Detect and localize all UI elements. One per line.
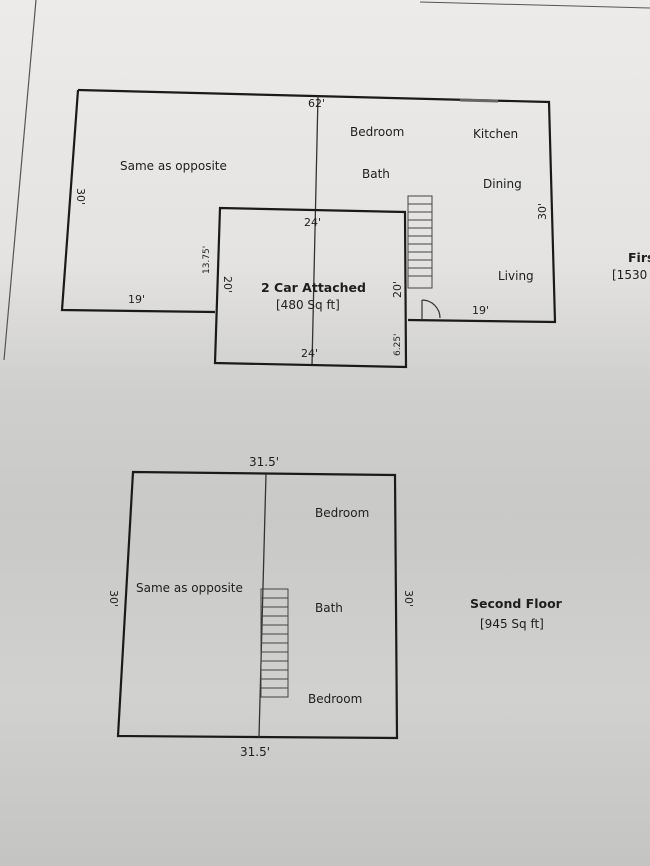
second-floor-left-dim: 30' [107,590,120,607]
second-floor-left-label: Same as opposite [136,581,243,595]
second-floor-outer-wall [116,470,399,740]
first-floor-area: [1530 Sq [612,268,650,282]
second-floor-center-divider [258,473,267,738]
room-label-bath: Bath [362,167,390,181]
first-floor-left-bottom: 19' [128,293,145,306]
garage-top-dim: 24' [304,216,321,229]
second-floor-room-bedroom-top: Bedroom [315,506,369,520]
first-floor-outer-wall-right [77,88,557,324]
second-floor-plan: 31.5' 31.5' 30' 30' Same as opposite Bed… [107,455,563,759]
garage-label: 2 Car Attached [261,280,366,295]
first-floor-left-wing-label: Same as opposite [120,159,227,173]
first-floor-center-divider [311,95,319,366]
second-floor-bottom-dim: 31.5' [240,745,270,759]
garage-outline [213,206,408,369]
paper-top-edge-line [419,1,650,9]
first-floor-right-height: 30' [536,203,549,220]
garage-offset-right-dim: 6.25' [393,333,403,356]
first-floor-width-top: 62' [308,97,325,110]
garage-left-dim: 20' [221,276,234,293]
garage-area: [480 Sq ft] [276,298,340,312]
second-floor-room-bedroom-bottom: Bedroom [308,692,362,706]
first-floor-right-bottom: 19' [472,304,489,317]
second-floor-room-bath: Bath [315,601,343,615]
door-swing-icon [421,299,441,320]
second-floor-area: [945 Sq ft] [480,617,544,631]
garage-offset-left-dim: 13.75' [202,246,212,274]
room-label-dining: Dining [483,177,522,191]
room-label-kitchen: Kitchen [473,127,518,141]
first-floor-title: First F [628,250,650,265]
second-floor-top-dim: 31.5' [249,455,279,469]
first-floor-plan: 62' Bedroom Kitchen Same as opposite Bat… [60,88,650,369]
garage-right-dim: 20' [391,281,404,298]
second-floor-stairs [260,588,289,698]
room-label-bedroom: Bedroom [350,125,404,139]
first-floor-left-height: 30' [74,188,87,205]
first-floor-outer-wall-left [60,89,216,314]
kitchen-window [459,98,499,103]
garage-bottom-dim: 24' [301,347,318,360]
second-floor-title: Second Floor [470,596,563,611]
room-label-living: Living [498,269,534,283]
paper-edge-line [3,0,37,361]
first-floor-stairs [407,195,433,289]
second-floor-right-dim: 30' [402,590,415,607]
